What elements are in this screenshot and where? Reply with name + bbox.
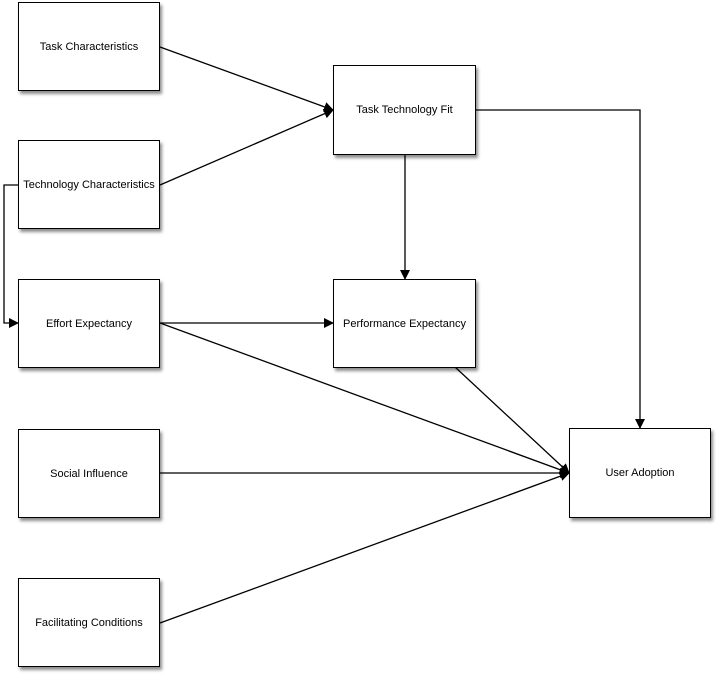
edge-ttf-to-user-adoption <box>476 109 645 429</box>
node-facilitating-conditions: Facilitating Conditions <box>18 578 160 667</box>
node-performance-expectancy: Performance Expectancy <box>333 279 476 368</box>
edge-performance-to-user-adoption <box>454 366 570 474</box>
node-task-characteristics: Task Characteristics <box>18 2 160 91</box>
node-social-influence: Social Influence <box>18 429 160 518</box>
node-effort-expectancy: Effort Expectancy <box>18 279 160 368</box>
edge-technology-characteristics-to-ttf <box>159 108 334 186</box>
edge-facilitating-to-user-adoption <box>159 471 570 624</box>
node-technology-characteristics: Technology Characteristics <box>18 140 160 229</box>
edge-task-characteristics-to-ttf <box>159 46 334 112</box>
node-task-technology-fit: Task Technology Fit <box>333 65 476 155</box>
node-user-adoption: User Adoption <box>569 428 711 518</box>
edge-technology-characteristics-to-effort <box>3 184 19 328</box>
edge-effort-to-user-adoption <box>159 322 570 475</box>
